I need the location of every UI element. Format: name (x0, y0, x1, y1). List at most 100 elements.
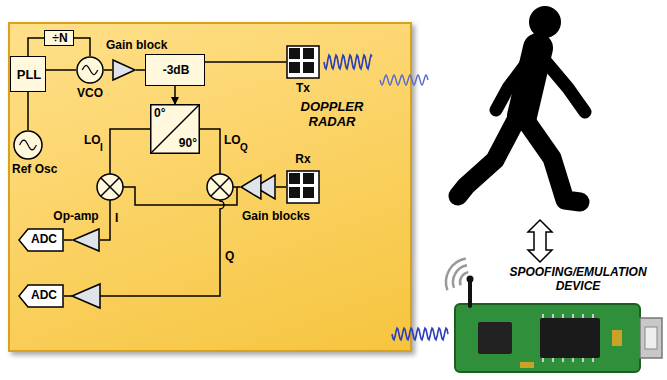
chip-pin (582, 358, 584, 362)
chip-pin (582, 314, 584, 318)
signal-wire (276, 186, 286, 188)
signal-wire (46, 69, 76, 71)
node-label: DOPPLER RADAR (290, 100, 374, 130)
if-wire (64, 295, 72, 297)
opamp-symbol (72, 284, 100, 308)
circle-outline (14, 131, 42, 159)
node-label: -3dB (163, 64, 190, 78)
device-antenna (468, 281, 472, 306)
sine-symbol (20, 140, 37, 150)
patch-element (289, 173, 300, 184)
signal-arc (453, 265, 467, 288)
chip-pin (542, 358, 544, 362)
shape-outline (286, 45, 320, 79)
antenna-symbol: Tx (286, 45, 320, 79)
spoof-wave (392, 328, 448, 340)
patch-element (303, 173, 314, 184)
signal-name: Q (225, 250, 234, 264)
node-label: PLL (17, 68, 42, 83)
device-label: SPOOFING/EMULATION DEVICE (503, 266, 653, 294)
shape-outline (286, 170, 320, 204)
node-label: Rx (295, 153, 310, 167)
shape-outline (76, 56, 104, 84)
oscillator-symbol: Ref Osc (13, 130, 43, 160)
node-label: ADC (31, 233, 57, 247)
usb-socket (645, 327, 657, 349)
patch-element (303, 62, 314, 73)
double-arrow (528, 220, 552, 262)
patch-element (289, 187, 300, 198)
shape-outline (13, 130, 43, 160)
person-leg (524, 118, 580, 202)
shape-outline (112, 59, 136, 81)
antenna-symbol: Rx (286, 170, 320, 204)
device-antenna (467, 276, 474, 283)
signal-name: Q (240, 142, 248, 154)
signal-name: I (100, 142, 103, 154)
mixer-cross (211, 178, 229, 196)
signal-arc (446, 258, 466, 290)
signal-arc (460, 272, 468, 285)
patch-outline (287, 171, 319, 203)
reflected-wave (380, 75, 428, 85)
patch-element (289, 48, 300, 59)
chip-pin (592, 314, 594, 318)
radar-wave (324, 55, 372, 69)
adc-block: ADC (18, 284, 64, 308)
usb-connector (640, 318, 662, 358)
lo-wire (110, 129, 150, 174)
triangle-outline (113, 60, 135, 80)
amplifier-symbol: Gain block (112, 59, 136, 81)
chip-pin (542, 314, 544, 318)
triangle-outline (73, 229, 99, 251)
node-label: Ref Osc (12, 163, 57, 177)
shape-outline (240, 174, 276, 200)
patch-outline (287, 46, 319, 78)
node-label: 0° (154, 107, 165, 121)
patch-element (303, 187, 314, 198)
opamp-symbol: Op-amp (72, 228, 100, 252)
pcb-board (455, 304, 640, 372)
chip-pin (592, 358, 594, 362)
signal-name: LO (84, 134, 101, 148)
chip-pin (572, 314, 574, 318)
chip-pin (572, 358, 574, 362)
node-label: Gain block (106, 39, 167, 53)
vco-symbol: VCO (76, 56, 104, 84)
patch-element (289, 62, 300, 73)
chip-pin (562, 314, 564, 318)
signal-wire (28, 38, 44, 56)
component (520, 362, 534, 368)
person-arm (541, 56, 585, 112)
splitter-box: -3dB (145, 54, 205, 86)
signal-wire (205, 61, 286, 63)
node-label: 90° (179, 137, 197, 151)
person-head (529, 6, 561, 38)
lo-wire (200, 129, 220, 174)
signal-wire (27, 92, 29, 130)
signal-wire (74, 38, 90, 56)
walking-person (458, 6, 585, 202)
chip (540, 318, 600, 358)
mixer-cross (101, 178, 119, 196)
chip-pin (552, 314, 554, 318)
patch-element (303, 48, 314, 59)
person-torso (522, 48, 538, 116)
triangle-outline (241, 175, 261, 199)
chip-pin (562, 358, 564, 362)
shape-outline (72, 228, 100, 252)
node-label: ADC (31, 289, 57, 303)
chip (478, 322, 512, 354)
divider-box: ÷N (44, 30, 74, 46)
pentagon-outline (19, 285, 63, 307)
signal-wire (104, 69, 112, 71)
mixer-symbol (207, 174, 233, 200)
phase-shifter: 0° 90° (150, 104, 200, 154)
mixer-symbol (97, 174, 123, 200)
pll-box: PLL (10, 56, 46, 92)
divider-line (151, 105, 199, 153)
sine-symbol (82, 65, 98, 74)
node-label: VCO (77, 87, 103, 101)
